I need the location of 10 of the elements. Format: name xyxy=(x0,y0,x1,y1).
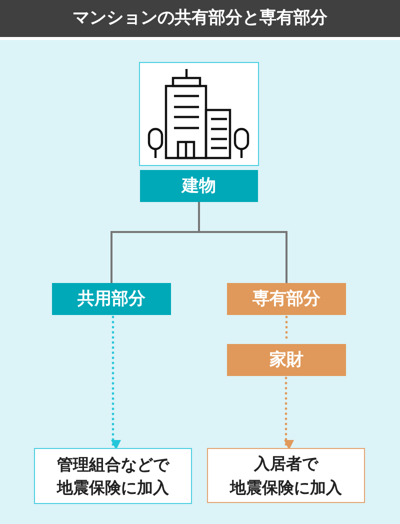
connector-line xyxy=(198,202,288,283)
category-box: 建物 xyxy=(140,170,258,202)
dotted-arrow xyxy=(111,316,121,450)
category-box: 家財 xyxy=(227,344,346,376)
category-box: 専有部分 xyxy=(227,283,346,315)
note-box: 入居者で地震保険に加入 xyxy=(207,448,365,503)
note-box: 管理組合などで地震保険に加入 xyxy=(34,448,192,504)
title-bar: マンションの共有部分と専有部分 xyxy=(0,0,400,40)
dotted-arrow xyxy=(284,376,294,450)
category-box: 共用部分 xyxy=(52,283,171,315)
